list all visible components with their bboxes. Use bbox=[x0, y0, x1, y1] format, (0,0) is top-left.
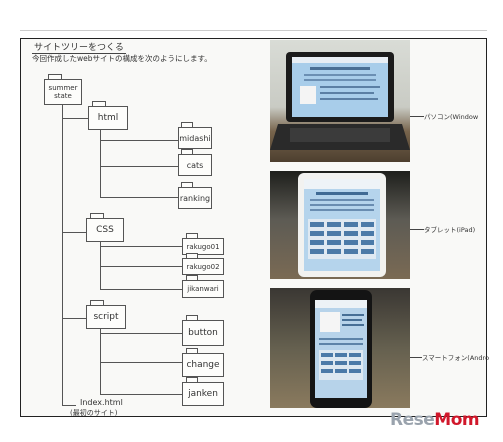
tablet-arrow bbox=[410, 229, 424, 230]
css-folder: CSS bbox=[86, 218, 124, 242]
branch-script bbox=[62, 318, 86, 319]
branch-css bbox=[62, 232, 86, 233]
laptop-icon bbox=[270, 52, 410, 150]
branch-midashi bbox=[100, 140, 178, 141]
file-janken: janken bbox=[182, 382, 224, 406]
file-rakugo02: rakugo02 bbox=[182, 258, 224, 275]
branch-rakugo01 bbox=[100, 246, 182, 247]
branch-ranking bbox=[100, 197, 178, 198]
ranking-file-tab bbox=[181, 182, 193, 187]
smartphone-caption: スマートフォン(Andro bbox=[422, 354, 490, 362]
index-file-label: Index.html bbox=[80, 398, 123, 407]
tablet-icon bbox=[298, 173, 386, 277]
laptop-caption: パソコン(Window bbox=[424, 113, 479, 121]
button-file-tab bbox=[186, 315, 198, 320]
file-midashi: midashi bbox=[178, 127, 212, 149]
file-ranking: ranking bbox=[178, 187, 212, 209]
branch-rakugo02 bbox=[100, 266, 182, 267]
file-jikanwari: jikanwari bbox=[182, 280, 224, 298]
worksheet-title: サイトツリーをつくる bbox=[32, 40, 126, 54]
janken-file-tab bbox=[186, 377, 198, 382]
cats-file-tab bbox=[181, 149, 193, 154]
smartphone-photo bbox=[270, 288, 410, 408]
script-folder: script bbox=[86, 305, 126, 329]
index-file-note: (最初のサイト) bbox=[70, 409, 118, 417]
html-subtrunk bbox=[100, 130, 101, 198]
laptop-photo bbox=[270, 40, 410, 162]
tablet-photo bbox=[270, 171, 410, 279]
branch-cats bbox=[100, 166, 178, 167]
branch-index bbox=[62, 405, 76, 406]
rakugo02-file-tab bbox=[186, 253, 198, 258]
tree-trunk bbox=[62, 105, 63, 405]
root-folder-tab bbox=[48, 74, 62, 79]
smartphone-arrow bbox=[410, 357, 422, 358]
top-divider bbox=[20, 30, 487, 31]
file-button: button bbox=[182, 320, 224, 346]
branch-change bbox=[100, 362, 182, 363]
css-folder-tab bbox=[90, 213, 104, 218]
jikanwari-file-tab bbox=[186, 275, 198, 280]
branch-jikanwari bbox=[100, 289, 182, 290]
worksheet-subtitle: 今回作成したwebサイトの構成を次のようにします。 bbox=[32, 54, 212, 63]
file-rakugo01: rakugo01 bbox=[182, 238, 224, 255]
root-folder: summer state bbox=[44, 79, 82, 105]
html-folder: html bbox=[88, 106, 128, 130]
laptop-arrow bbox=[410, 116, 424, 117]
html-folder-tab bbox=[92, 101, 106, 106]
midashi-file-tab bbox=[181, 122, 193, 127]
smartphone-icon bbox=[310, 290, 372, 408]
change-file-tab bbox=[186, 348, 198, 353]
file-change: change bbox=[182, 353, 224, 377]
file-cats: cats bbox=[178, 154, 212, 176]
branch-button bbox=[100, 333, 182, 334]
script-folder-tab bbox=[90, 300, 104, 305]
resemom-logo: ReseMom bbox=[390, 410, 480, 430]
tablet-caption: タブレット(iPad) bbox=[424, 226, 476, 234]
rakugo01-file-tab bbox=[186, 233, 198, 238]
branch-janken bbox=[100, 394, 182, 395]
branch-html bbox=[62, 118, 88, 119]
